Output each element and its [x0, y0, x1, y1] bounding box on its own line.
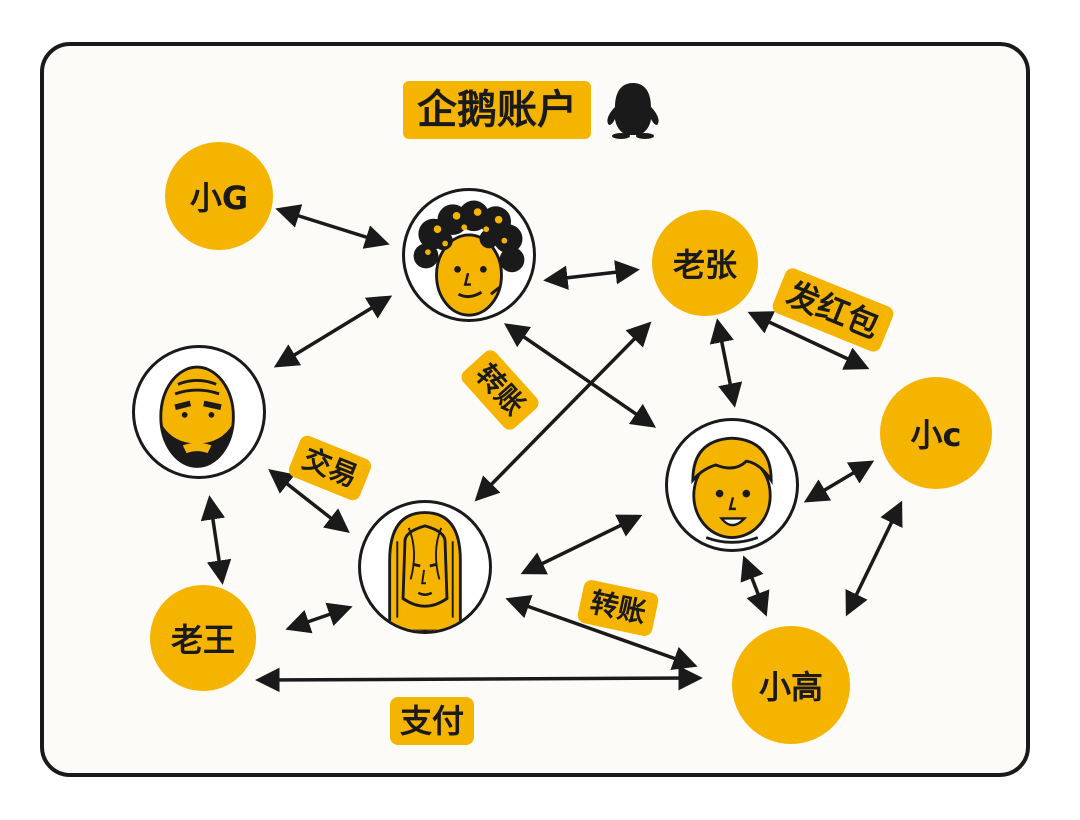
- node-xiao-gao: 小高: [732, 626, 850, 744]
- arrow-laowang-woman: [285, 602, 353, 634]
- long-hair-woman-avatar: [358, 500, 492, 634]
- node-xiao-c: 小c: [880, 377, 992, 489]
- penguin-icon: [607, 83, 659, 139]
- arrow-woman-boy: [520, 514, 643, 575]
- arrow-laozhang-xiaoc: [747, 311, 870, 370]
- curly-hair-person-avatar: [402, 188, 536, 322]
- arrow-xiaog-curly: [275, 204, 390, 249]
- node-lao-zhang: 老张: [652, 210, 758, 316]
- node-label: 小G: [189, 179, 249, 217]
- node-label: 小高: [758, 668, 823, 706]
- arrow-boy-xiaogao: [740, 555, 770, 617]
- arrow-laozhang-boy: [709, 318, 743, 408]
- short-hair-boy-avatar: [665, 418, 799, 552]
- arrow-curly-laozhang: [543, 260, 640, 290]
- diagram-title: 企鹅账户: [403, 80, 663, 140]
- edge-label-payment: 支付: [390, 697, 475, 745]
- title-text: 企鹅账户: [403, 81, 591, 139]
- node-label: 小c: [910, 416, 962, 454]
- node-xiao-g: 小G: [165, 142, 273, 250]
- arrow-bald-woman: [268, 468, 350, 534]
- arrow-bald-laowang: [200, 495, 232, 585]
- arrow-curly-bald: [273, 295, 393, 368]
- node-label: 老王: [170, 621, 235, 659]
- node-label: 老张: [672, 246, 737, 284]
- arrow-xiaoc-xiaogao: [845, 500, 903, 617]
- bald-bearded-man-avatar: [132, 345, 266, 479]
- arrow-laozhang-woman: [474, 321, 652, 502]
- arrow-laowang-xiaogao: [255, 665, 703, 693]
- arrow-woman-xiaogao: [505, 595, 698, 670]
- arrow-boy-xiaoc: [803, 460, 875, 503]
- node-lao-wang: 老王: [150, 585, 256, 691]
